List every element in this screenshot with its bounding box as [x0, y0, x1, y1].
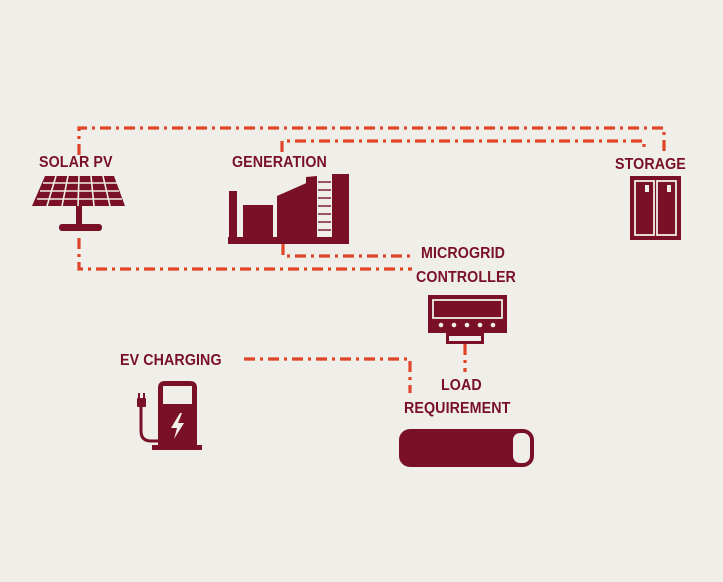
battery-cabinet-icon — [630, 176, 681, 240]
connector-generation-controller — [281, 244, 410, 258]
load-bar-icon — [399, 429, 534, 467]
label-generation: GENERATION — [232, 154, 327, 171]
label-ev-charging: EV CHARGING — [120, 352, 222, 369]
connector-solar-controller — [77, 238, 412, 271]
solar-panel-icon — [32, 175, 125, 231]
label-storage: STORAGE — [615, 156, 686, 173]
connector-generation-storage — [280, 139, 646, 152]
connector-lines — [77, 126, 666, 393]
label-microgrid: MICROGRID — [421, 245, 506, 262]
label-controller: CONTROLLER — [416, 269, 516, 286]
ev-charger-icon — [137, 381, 202, 450]
label-solar-pv: SOLAR PV — [39, 154, 113, 171]
label-requirement: REQUIREMENT — [404, 400, 511, 417]
label-load: LOAD — [441, 377, 482, 394]
controller-display-icon — [428, 295, 507, 344]
generator-icon — [228, 174, 349, 244]
connector-solar-storage-top — [77, 126, 666, 155]
connector-ev-load — [244, 357, 412, 393]
